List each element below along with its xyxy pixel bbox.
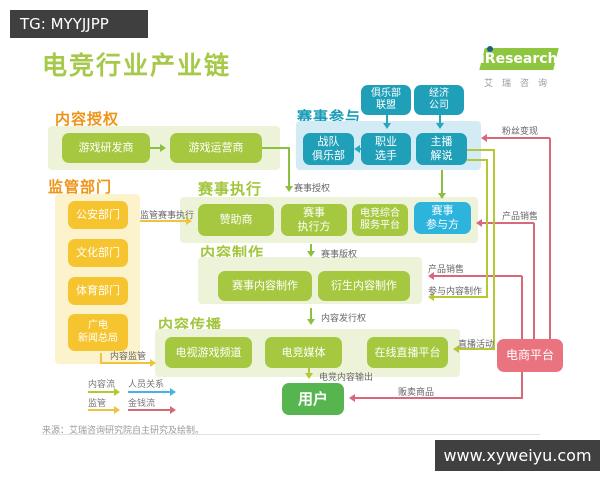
node-public-security: 公安部门 xyxy=(68,201,128,229)
logo-dot-icon xyxy=(487,46,493,52)
arrow-content-regulate-v xyxy=(100,353,102,364)
label-product-sales2: 产品销售 xyxy=(428,265,465,275)
line-product-sales2-v xyxy=(521,276,523,339)
node-ecommerce: 电商平台 xyxy=(497,339,563,372)
node-derivative-content-production: 衍生内容制作 xyxy=(318,271,410,301)
node-anchors: 主播 解说 xyxy=(416,133,467,165)
arrow-join-production xyxy=(428,293,488,301)
legend-personnel-label: 人员关系 xyxy=(128,380,165,390)
arrow-operator-out xyxy=(262,147,290,149)
line-join-production-h1 xyxy=(467,159,488,161)
node-esports-media: 电竞媒体 xyxy=(265,337,342,368)
bottom-watermark-text: www.xyweiyu.com xyxy=(443,446,592,465)
bottom-watermark-bar: www.xyweiyu.com xyxy=(435,440,600,471)
node-game-operator: 游戏运营商 xyxy=(170,133,262,163)
arrow-content-regulate xyxy=(100,359,156,367)
node-event-executor: 赛事 执行方 xyxy=(281,204,347,236)
arrow-distribution-right xyxy=(307,308,315,325)
line-product-sales1-v xyxy=(533,223,535,339)
header-event-execution: 赛事执行 xyxy=(198,180,263,198)
node-event-participants: 赛事 参与方 xyxy=(414,202,471,234)
label-event-copyright: 赛事版权 xyxy=(321,250,358,260)
label-regulate-event: 监管赛事执行 xyxy=(140,211,195,221)
node-sports-dept: 体育部门 xyxy=(68,277,128,305)
arrow-alliance-to-players xyxy=(383,115,391,129)
arrow-developer-to-operator xyxy=(150,144,166,152)
label-content-regulate: 内容监管 xyxy=(110,352,147,362)
legend-content-flow-label: 内容流 xyxy=(88,380,116,390)
arrow-content-output xyxy=(305,368,313,379)
node-team-clubs: 战队 俱乐部 xyxy=(303,133,354,165)
label-content-output: 电竞内容输出 xyxy=(319,373,374,383)
source-note: 来源：艾瑞咨询研究院自主研究及绘制。 xyxy=(42,426,205,436)
line-join-production-v xyxy=(486,159,488,298)
top-watermark-text: TG: MYYJJPP xyxy=(20,15,109,33)
legend-money-flow-label: 金钱流 xyxy=(128,399,156,409)
node-users: 用户 xyxy=(282,383,344,415)
arrow-regulate-event xyxy=(140,217,192,225)
header-regulators: 监管部门 xyxy=(48,178,113,196)
node-club-alliance: 俱乐部 联盟 xyxy=(361,85,411,115)
line-live-events-v xyxy=(493,149,495,350)
legend-regulate-label: 监管 xyxy=(88,399,107,409)
arrow-event-copyright xyxy=(307,244,315,257)
line-live-events-h1 xyxy=(467,149,494,151)
footer-divider xyxy=(42,434,540,435)
arrow-live-events xyxy=(453,345,495,353)
label-product-sales1: 产品销售 xyxy=(502,212,539,222)
node-broadcast-admin: 广电 新闻总局 xyxy=(68,314,128,351)
arrow-product-sales1 xyxy=(476,219,534,227)
arrow-players-to-clubs xyxy=(354,145,362,153)
label-join-production: 参与内容制作 xyxy=(428,287,483,297)
node-tv-game-channel: 电视游戏频道 xyxy=(165,337,252,368)
label-sell-goods: 贩卖商品 xyxy=(398,388,435,398)
page-title: 电竞行业产业链 xyxy=(42,51,232,80)
top-watermark-bar: TG: MYYJJPP xyxy=(10,10,148,38)
node-economic-agency: 经济 公司 xyxy=(414,85,464,115)
node-sponsors: 赞助商 xyxy=(198,204,274,236)
label-live-events: 直播活动 xyxy=(458,340,495,350)
legend-regulate-arrow xyxy=(88,406,120,414)
arrow-product-sales2 xyxy=(428,272,522,280)
node-live-platform: 在线直播平台 xyxy=(367,337,448,368)
arrow-anchors-to-participants xyxy=(438,170,446,199)
node-event-content-production: 赛事内容制作 xyxy=(218,271,312,301)
label-distribution-right: 内容发行权 xyxy=(321,314,367,324)
arrow-sell-goods xyxy=(349,394,523,402)
label-fan-monetize: 粉丝变现 xyxy=(502,127,539,137)
node-culture-dept: 文化部门 xyxy=(68,239,128,267)
legend-money-flow-arrow xyxy=(128,406,176,414)
label-event-license: 赛事授权 xyxy=(294,184,331,194)
header-content-license: 内容授权 xyxy=(55,110,120,128)
logo-subtext: 艾瑞咨询 xyxy=(484,79,557,89)
legend-content-flow-arrow xyxy=(88,388,120,396)
legend-personnel-arrow xyxy=(128,388,176,396)
line-fan-monetize-v xyxy=(549,138,551,339)
arrow-fan-monetize xyxy=(481,134,550,142)
arrow-event-license xyxy=(285,147,293,192)
node-pro-players: 职业 选手 xyxy=(361,133,411,165)
node-game-developer: 游戏研发商 xyxy=(62,133,150,163)
logo-brand-text: iResearch xyxy=(480,51,558,67)
node-service-platform: 电竞综合 服务平台 xyxy=(352,204,408,236)
line-sell-goods-v xyxy=(521,372,523,398)
arrow-agency-to-anchors xyxy=(436,115,444,129)
